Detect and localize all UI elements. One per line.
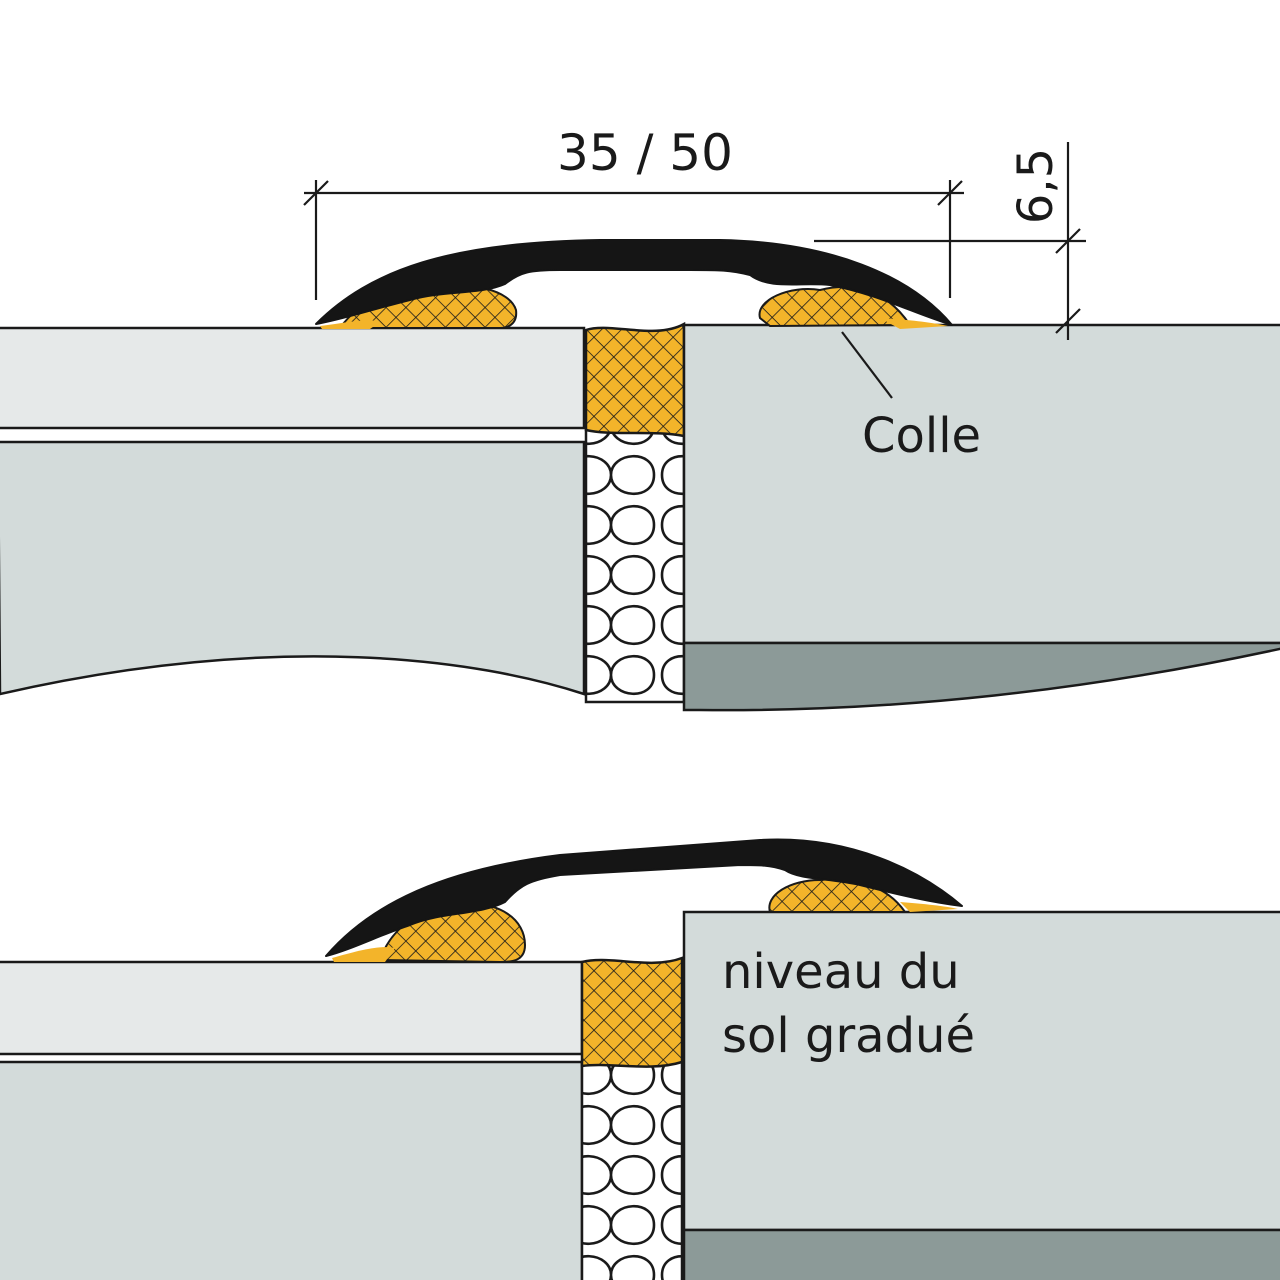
top-detail: 35 / 50 6,5 Colle bbox=[0, 124, 1280, 712]
transition-profile-bottom bbox=[325, 838, 963, 957]
width-dimension bbox=[303, 180, 964, 300]
joint-adhesive-bottom bbox=[580, 956, 684, 1068]
right-floor-underlayer bbox=[682, 641, 1280, 712]
adhesive-strip-right-bottom bbox=[900, 902, 958, 912]
adhesive-label: Colle bbox=[862, 408, 981, 464]
left-floor-top-layer bbox=[0, 326, 586, 430]
adhesive-leader-line bbox=[841, 331, 893, 399]
right-floor-underlayer-bottom bbox=[682, 1228, 1280, 1280]
right-floor-body-bottom bbox=[682, 910, 1280, 1232]
height-dimension-label: 6,5 bbox=[1008, 148, 1064, 224]
left-floor-top-layer-bottom bbox=[0, 960, 584, 1056]
bottom-detail: niveau du sol gradué bbox=[0, 838, 1280, 1280]
joint-adhesive bbox=[584, 321, 686, 438]
adhesive-strip-right bbox=[880, 318, 948, 329]
right-floor-body bbox=[682, 323, 1280, 645]
width-dimension-label: 35 / 50 bbox=[557, 124, 733, 182]
level-label-line2: sol gradué bbox=[722, 1008, 975, 1064]
transition-profile bbox=[315, 239, 953, 326]
joint-filler-bottom bbox=[580, 1060, 684, 1280]
adhesive-strip-left bbox=[320, 320, 380, 329]
left-floor-body bbox=[0, 440, 586, 696]
level-label-line1: niveau du bbox=[722, 944, 960, 1000]
height-dimension bbox=[814, 142, 1086, 340]
adhesive-strip-left-bottom bbox=[332, 947, 395, 962]
joint-filler bbox=[584, 428, 686, 704]
left-floor-body-bottom bbox=[0, 1060, 584, 1280]
